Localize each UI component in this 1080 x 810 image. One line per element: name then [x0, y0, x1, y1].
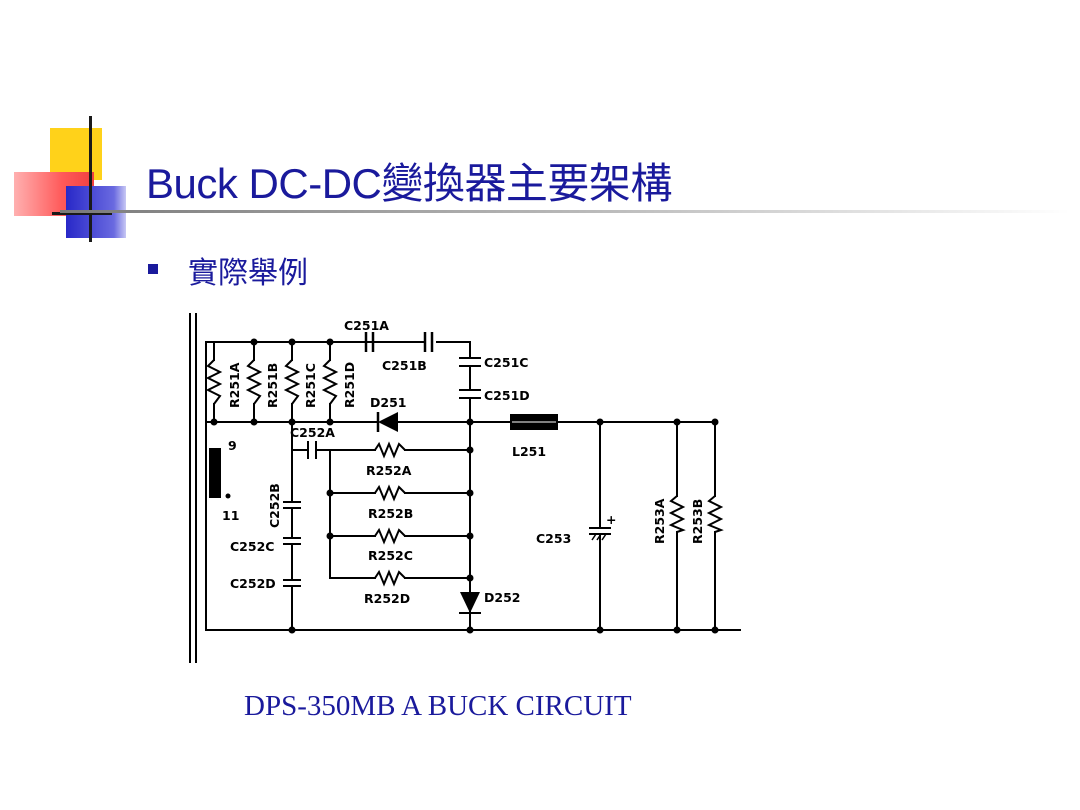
label-c252c: C252C	[230, 539, 274, 554]
label-c251a: C251A	[344, 318, 389, 333]
label-c252a: C252A	[290, 425, 335, 440]
label-r252d: R252D	[364, 591, 410, 606]
label-r253b: R253B	[690, 499, 705, 544]
label-r251a: R251A	[227, 362, 242, 408]
bullet-text: 實際舉例	[188, 256, 308, 291]
label-l251: L251	[512, 444, 546, 459]
label-d252: D252	[484, 590, 520, 605]
label-plus: +	[606, 512, 616, 527]
label-r251b: R251B	[265, 363, 280, 408]
deco-horizontal-line	[52, 212, 112, 215]
title-underline	[60, 210, 1070, 213]
label-c252b: C252B	[267, 483, 282, 528]
label-r251d: R251D	[342, 362, 357, 408]
label-r252c: R252C	[368, 548, 413, 563]
label-c252d: C252D	[230, 576, 276, 591]
label-r253a: R253A	[652, 498, 667, 544]
label-c253: C253	[536, 531, 571, 546]
label-d251: D251	[370, 395, 406, 410]
buck-circuit-schematic: C251A C251B C251C C251D R251A R251B R251…	[189, 313, 741, 663]
slide-title: Buck DC-DC變換器主要架構	[146, 160, 672, 207]
label-c251d: C251D	[484, 388, 530, 403]
deco-yellow-square	[50, 128, 102, 180]
label-r252a: R252A	[366, 463, 412, 478]
bullet-square-icon	[148, 264, 158, 274]
label-pin9: 9	[228, 438, 237, 453]
label-r251c: R251C	[303, 363, 318, 408]
figure-caption: DPS-350MB A BUCK CIRCUIT	[244, 690, 632, 722]
label-c251c: C251C	[484, 355, 528, 370]
label-c251b: C251B	[382, 358, 427, 373]
label-pin11: 11	[222, 508, 239, 523]
label-r252b: R252B	[368, 506, 413, 521]
deco-vertical-line	[89, 116, 92, 242]
